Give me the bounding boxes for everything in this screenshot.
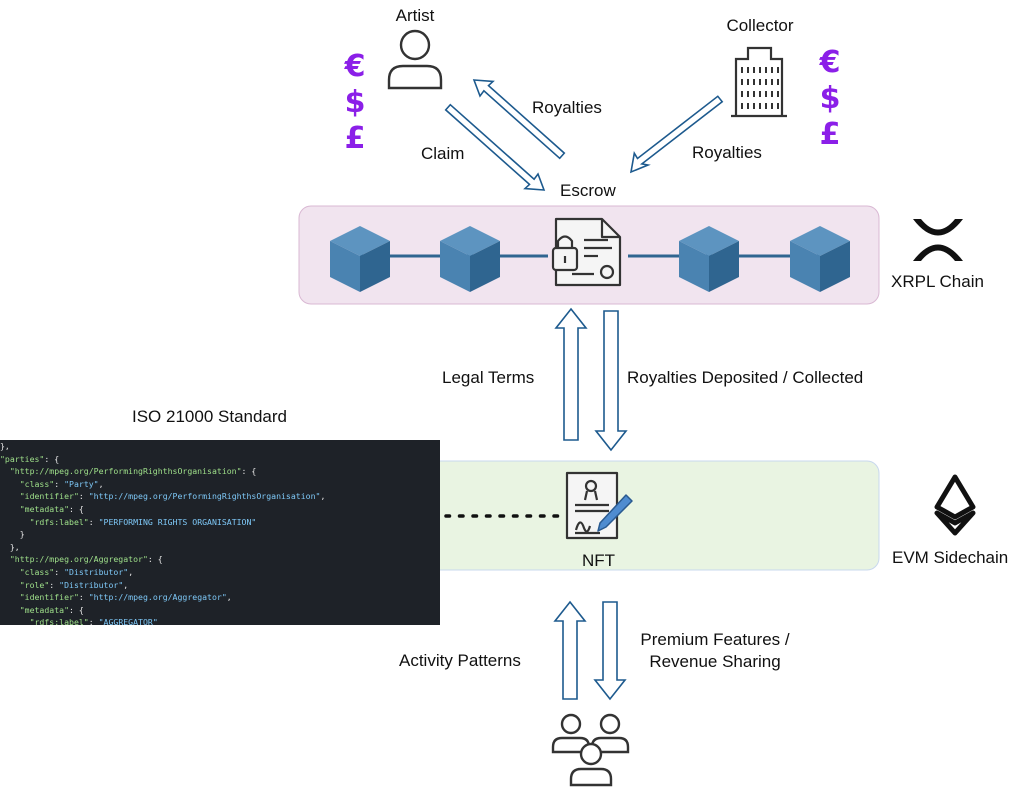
locked-contract-icon: [548, 217, 628, 289]
arrow-collector-royalties: [629, 95, 724, 174]
code-line: "http://mpeg.org/PerformingRighthsOrgani…: [9, 466, 257, 477]
arrow-royalties-to-artist: [472, 79, 566, 160]
code-line: "rdfs:label": "PERFORMING RIGHTS ORGANIS…: [29, 516, 257, 527]
nft-label: NFT: [582, 551, 616, 570]
legal-terms-label: Legal Terms: [442, 368, 535, 387]
building-icon: [731, 46, 787, 118]
artist-label: Artist: [395, 6, 435, 25]
code-line: "metadata": {: [19, 604, 84, 615]
dollar-symbol: $: [344, 85, 366, 120]
code-line: "http://mpeg.org/Aggregator": {: [9, 554, 163, 565]
euro-symbol: €: [344, 49, 366, 84]
collector-label: Collector: [726, 16, 794, 35]
arrow-premium-features: [593, 601, 627, 701]
code-line: "class": "Distributor",: [19, 566, 134, 577]
code-line: "rdfs:label": "AGGREGATOR": [29, 617, 158, 625]
evm-sidechain-label: EVM Sidechain: [892, 548, 1009, 567]
code-line: },: [0, 441, 10, 451]
iso-code-panel: }, "parties": { "http://mpeg.org/Performi…: [0, 440, 440, 625]
xrp-logo-icon: [913, 219, 963, 261]
activity-patterns-label: Activity Patterns: [399, 651, 521, 670]
code-line: }: [0, 529, 25, 540]
users-group-icon: [551, 713, 630, 787]
premium-features-label: Premium Features /: [640, 630, 790, 649]
arrow-claim: [444, 103, 546, 191]
artist-royalties-label: Royalties: [532, 98, 602, 117]
pound-symbol: £: [819, 117, 841, 152]
code-line: "parties": {: [0, 453, 60, 464]
escrow-label: Escrow: [560, 181, 616, 200]
code-line: "class": "Party",: [19, 478, 104, 489]
user-icon: [387, 29, 443, 90]
arrow-activity-patterns: [553, 600, 587, 700]
collector-royalties-label: Royalties: [692, 143, 762, 162]
ethereum-logo-icon: [934, 474, 976, 536]
code-line: "identifier": "http://mpeg.org/Aggregato…: [19, 592, 232, 603]
iso-standard-title: ISO 21000 Standard: [132, 407, 288, 426]
arrow-legal-terms: [554, 307, 588, 441]
certificate-icon: [565, 471, 633, 540]
pound-symbol: £: [344, 121, 366, 156]
xrpl-chain-label: XRPL Chain: [891, 272, 984, 291]
code-line: },: [0, 541, 20, 552]
euro-symbol: €: [819, 45, 841, 80]
arrow-royalties-deposited: [594, 310, 628, 452]
claim-label: Claim: [421, 144, 465, 163]
royalties-deposited-label: Royalties Deposited / Collected: [627, 368, 864, 387]
code-line: "metadata": {: [19, 503, 84, 514]
dollar-symbol: $: [819, 81, 841, 116]
code-line: "role": "Distributor",: [19, 579, 129, 590]
revenue-sharing-label: Revenue Sharing: [649, 652, 781, 671]
code-line: "identifier": "http://mpeg.org/Performin…: [19, 491, 326, 502]
